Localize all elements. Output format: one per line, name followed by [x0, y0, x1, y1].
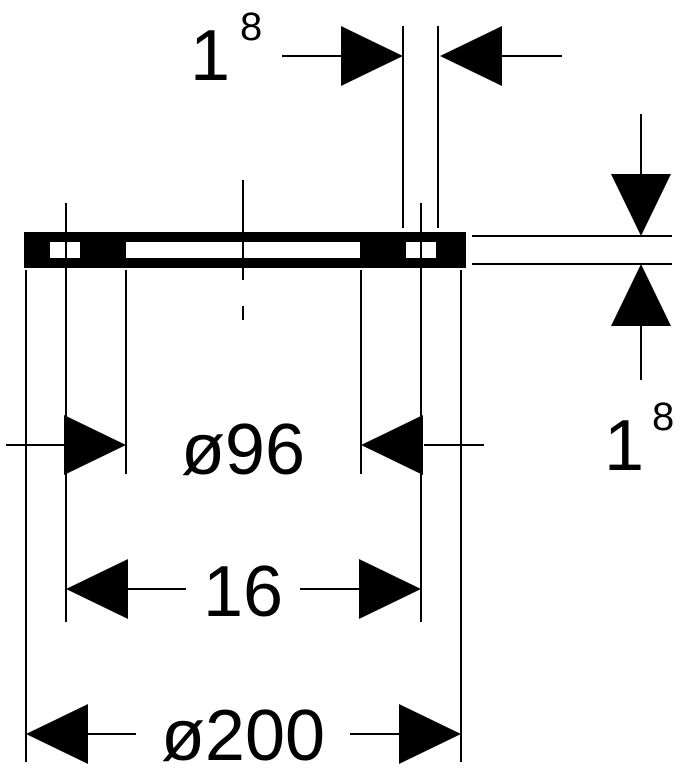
- hole-spacing-arrow-left: [66, 559, 128, 619]
- extension-lines: [25, 26, 672, 762]
- centerlines: [65, 180, 422, 622]
- top-thickness-arrow-left: [341, 26, 403, 86]
- top-thickness-superscript: 8: [240, 5, 262, 49]
- outer-diameter-arrow-right: [399, 704, 461, 764]
- outer-diameter-dimension: ø200: [26, 696, 461, 768]
- top-thickness-dimension: 1 8: [190, 5, 562, 96]
- side-thickness-label: 1: [604, 406, 644, 486]
- hole-spacing-arrow-right: [359, 559, 421, 619]
- top-thickness-label: 1: [190, 16, 230, 96]
- hole-spacing-dimension: 16: [66, 552, 421, 632]
- inner-diameter-arrow-left: [64, 415, 126, 475]
- inner-diameter-arrow-right: [361, 415, 423, 475]
- ring-profile: [24, 232, 466, 268]
- inner-diameter-dimension: ø96: [6, 410, 484, 490]
- top-thickness-arrow-right: [440, 26, 502, 86]
- side-thickness-dimension: 1 8: [604, 114, 674, 486]
- outer-diameter-arrow-left: [26, 704, 88, 764]
- side-thickness-arrow-top: [611, 174, 671, 236]
- side-thickness-arrow-bottom: [611, 264, 671, 326]
- side-thickness-superscript: 8: [652, 395, 674, 439]
- hole-spacing-label: 16: [203, 552, 283, 632]
- inner-diameter-label: ø96: [181, 410, 305, 490]
- outer-diameter-label: ø200: [161, 696, 325, 768]
